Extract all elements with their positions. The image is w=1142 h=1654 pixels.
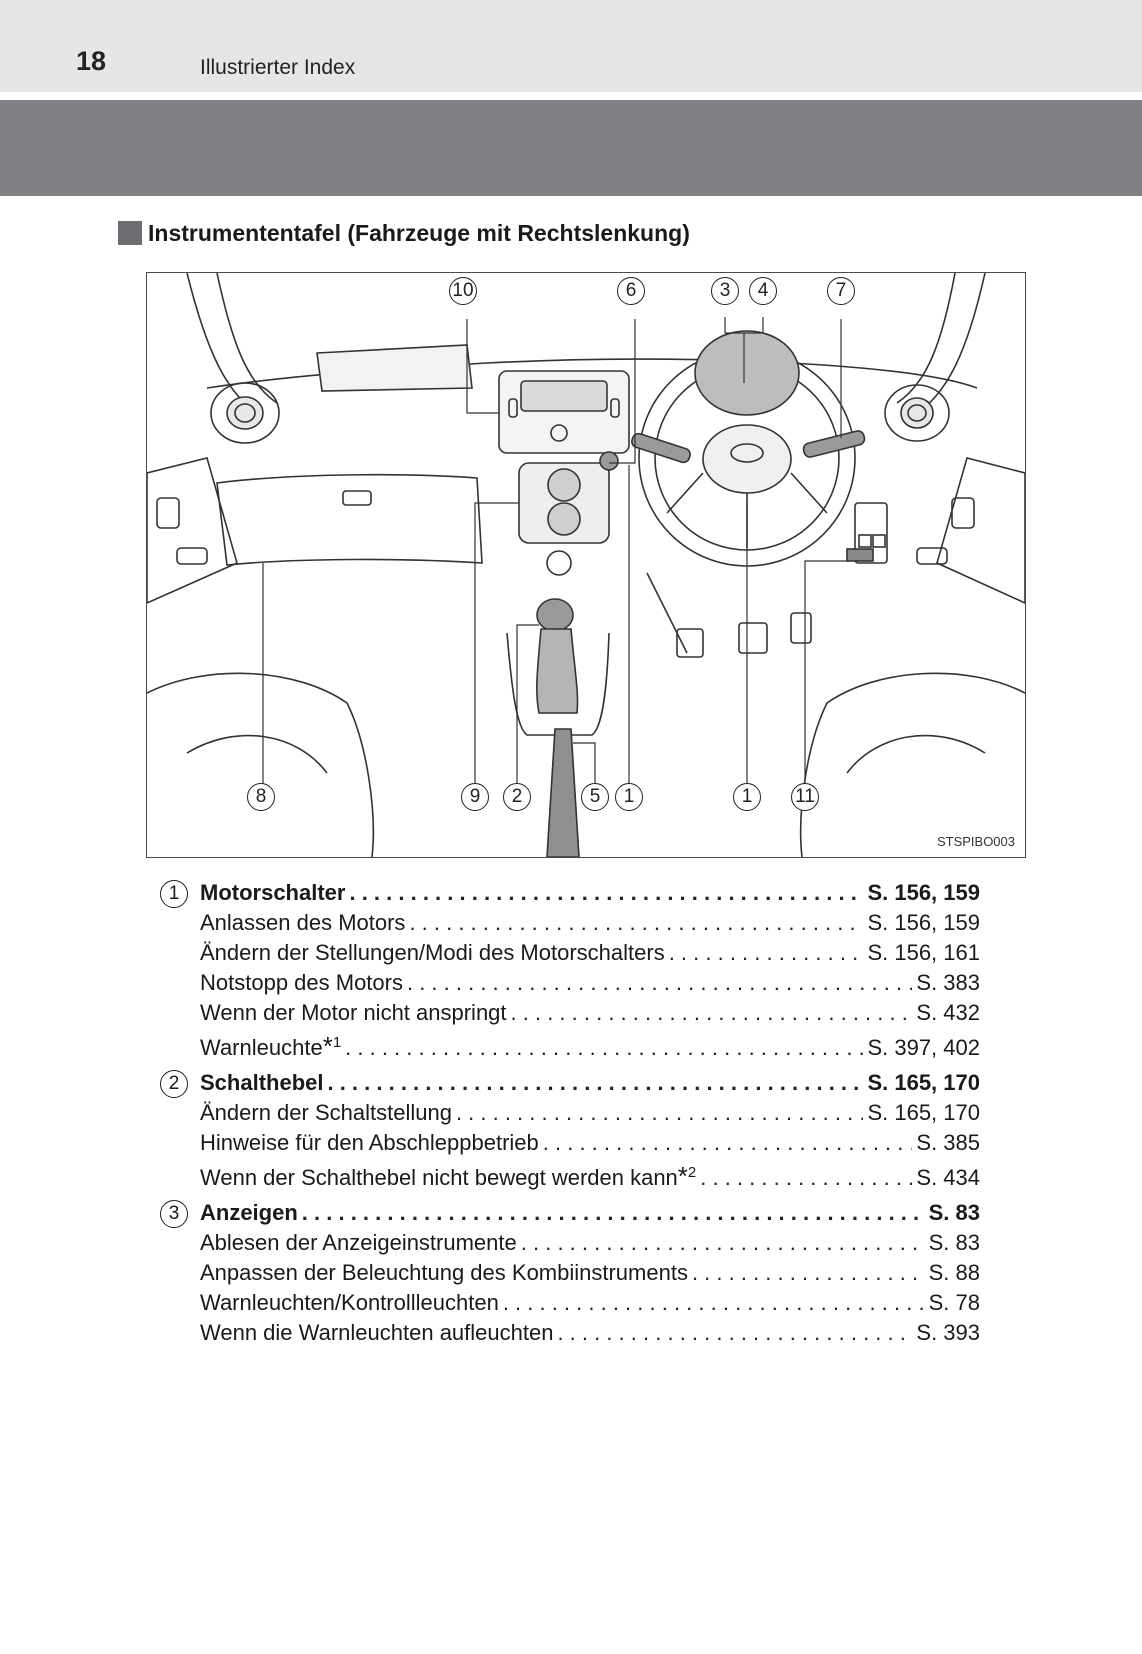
index-line[interactable]: Motorschalter S. 156, 159	[200, 878, 980, 908]
index-line[interactable]: Warnleuchten/Kontrollleuchten S. 78	[200, 1288, 980, 1318]
index-entries: 1 Motorschalter S. 156, 159 Anlassen des…	[160, 878, 980, 1358]
entry-title: Motorschalter	[200, 880, 346, 905]
leader-dots	[521, 1228, 925, 1258]
line-label: Hinweise für den Abschleppbetrieb	[200, 1130, 539, 1155]
index-entry: 3 Anzeigen S. 83 Ablesen der Anzeigeinst…	[160, 1198, 980, 1348]
line-label: Wenn der Motor nicht anspringt	[200, 1000, 507, 1025]
leader-dots	[543, 1128, 913, 1158]
entry-title: Schalthebel	[200, 1070, 324, 1095]
figure-code: STSPIBO003	[936, 834, 1015, 849]
section-heading: Instrumententafel (Fahrzeuge mit Rechtsl…	[118, 218, 690, 248]
callout-6: 6	[617, 277, 645, 305]
page-reference: S. 165, 170	[867, 1100, 980, 1125]
line-label: Wenn die Warnleuchten aufleuchten	[200, 1320, 554, 1345]
callout-7: 7	[827, 277, 855, 305]
dashboard-illustration: 10 6 3 4 7 8 9 2 5 1 1 11 STSPIBO003	[146, 272, 1026, 858]
callout-1b: 1	[733, 783, 761, 811]
page-header: 18 Illustrierter Index	[0, 0, 1142, 92]
leader-dots	[557, 1318, 912, 1348]
index-entry: 1 Motorschalter S. 156, 159 Anlassen des…	[160, 878, 980, 1061]
leader-dots	[456, 1098, 864, 1128]
asterisk-icon: *	[322, 1031, 333, 1061]
page-reference: S. 156, 159	[867, 910, 980, 935]
line-label: Ändern der Schaltstellung	[200, 1100, 452, 1125]
page-reference: S. 393	[916, 1320, 980, 1345]
footnote-marker: 2	[687, 1164, 697, 1181]
header-gray-band	[0, 100, 1142, 196]
entry-number: 1	[160, 880, 188, 908]
footnote-marker: 1	[332, 1034, 342, 1051]
page-reference: S. 78	[928, 1290, 980, 1315]
callout-11: 11	[791, 783, 819, 811]
line-label: Wenn der Schalthebel nicht bewegt werden…	[200, 1158, 696, 1193]
page-reference: S. 83	[928, 1200, 980, 1225]
callout-3: 3	[711, 277, 739, 305]
leader-dots	[503, 1288, 925, 1318]
line-label-text: Warnleuchte	[200, 1035, 323, 1060]
page-reference: S. 165, 170	[867, 1070, 980, 1095]
page-reference: S. 156, 161	[867, 940, 980, 965]
entry-number: 2	[160, 1070, 188, 1098]
line-label-text: Wenn der Schalthebel nicht bewegt werden…	[200, 1165, 678, 1190]
callout-9: 9	[461, 783, 489, 811]
callout-2: 2	[503, 783, 531, 811]
page-number: 18	[76, 46, 107, 76]
leader-dots	[511, 998, 913, 1028]
leader-dots	[327, 1068, 863, 1098]
leader-dots	[409, 908, 863, 938]
index-line[interactable]: Wenn der Motor nicht anspringt S. 432	[200, 998, 980, 1028]
leader-dots	[700, 1163, 912, 1193]
entry-number: 3	[160, 1200, 188, 1228]
page-reference: S. 397, 402	[867, 1035, 980, 1060]
page-reference: S. 156, 159	[867, 880, 980, 905]
callout-10: 10	[449, 277, 477, 305]
line-label: Anpassen der Beleuchtung des Kombiinstru…	[200, 1260, 688, 1285]
chapter-title: Illustrierter Index	[200, 56, 356, 79]
page-reference: S. 83	[928, 1230, 980, 1255]
page-reference: S. 385	[916, 1130, 980, 1155]
dashboard-line-drawing	[147, 273, 1025, 857]
index-line[interactable]: Anpassen der Beleuchtung des Kombiinstru…	[200, 1258, 980, 1288]
index-line[interactable]: Notstopp des Motors S. 383	[200, 968, 980, 998]
line-label: Notstopp des Motors	[200, 970, 403, 995]
section-title: Instrumententafel (Fahrzeuge mit Rechtsl…	[148, 219, 690, 246]
index-line[interactable]: Schalthebel S. 165, 170	[200, 1068, 980, 1098]
entry-title: Anzeigen	[200, 1200, 298, 1225]
callout-5: 5	[581, 783, 609, 811]
index-line[interactable]: Anzeigen S. 83	[200, 1198, 980, 1228]
page-reference: S. 432	[916, 1000, 980, 1025]
callout-1a: 1	[615, 783, 643, 811]
index-line[interactable]: Ändern der Stellungen/Modi des Motorscha…	[200, 938, 980, 968]
leader-dots	[345, 1033, 863, 1063]
asterisk-icon: *	[677, 1161, 688, 1191]
line-label: Anlassen des Motors	[200, 910, 406, 935]
leader-dots	[692, 1258, 925, 1288]
index-line[interactable]: Anlassen des Motors S. 156, 159	[200, 908, 980, 938]
leader-dots	[407, 968, 912, 998]
page-reference: S. 434	[916, 1165, 980, 1190]
index-line[interactable]: Ablesen der Anzeigeinstrumente S. 83	[200, 1228, 980, 1258]
index-entry: 2 Schalthebel S. 165, 170 Ändern der Sch…	[160, 1068, 980, 1191]
index-line[interactable]: Hinweise für den Abschleppbetrieb S. 385	[200, 1128, 980, 1158]
page-reference: S. 88	[928, 1260, 980, 1285]
index-line[interactable]: Wenn die Warnleuchten aufleuchten S. 393	[200, 1318, 980, 1348]
line-label: Ablesen der Anzeigeinstrumente	[200, 1230, 517, 1255]
leader-dots	[349, 878, 863, 908]
callout-8: 8	[247, 783, 275, 811]
index-line[interactable]: Warnleuchte*1 S. 397, 402	[200, 1028, 980, 1061]
page-reference: S. 383	[916, 970, 980, 995]
line-label: Warnleuchten/Kontrollleuchten	[200, 1290, 499, 1315]
section-marker-icon	[118, 221, 142, 245]
line-label: Ändern der Stellungen/Modi des Motorscha…	[200, 940, 665, 965]
leader-dots	[669, 938, 864, 968]
callout-4: 4	[749, 277, 777, 305]
line-label: Warnleuchte*1	[200, 1028, 341, 1063]
index-line[interactable]: Ändern der Schaltstellung S. 165, 170	[200, 1098, 980, 1128]
leader-dots	[302, 1198, 925, 1228]
index-line[interactable]: Wenn der Schalthebel nicht bewegt werden…	[200, 1158, 980, 1191]
